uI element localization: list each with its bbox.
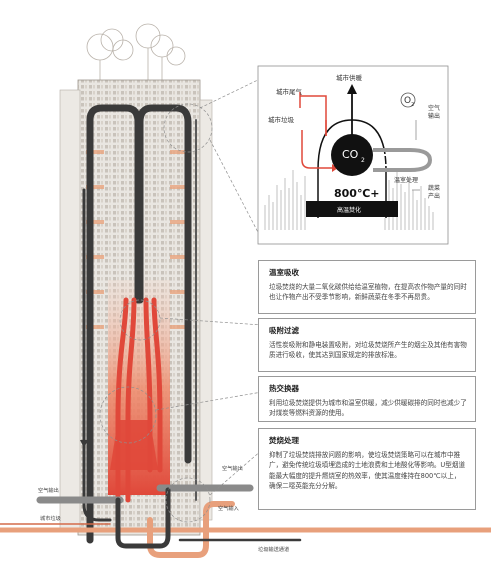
label-city-garbage: 城市垃圾 — [40, 514, 62, 522]
detail-panel — [257, 65, 449, 245]
detail-labels: 城市尾气 城市供暖 城市垃圾 O 2 空气 输出 CO 2 温室处理 蔬菜 产出… — [268, 73, 442, 214]
section-filter: 吸附过滤 活性炭吸附和静电装置吸附，对垃圾焚烧所产生的烟尘及其他有害物质进行吸收… — [258, 318, 476, 372]
section-title: 吸附过滤 — [269, 326, 299, 335]
bottom-labels: 空气输出 空气输入 空气输出 城市垃圾 垃圾输送通道 — [38, 464, 289, 553]
label-garbage: 城市垃圾 — [268, 115, 295, 124]
label-exhaust: 城市尾气 — [276, 87, 303, 96]
label-air-out-line2: 输出 — [428, 112, 440, 120]
rooftop-trees — [86, 23, 186, 84]
label-crops-line1: 蔬菜 — [428, 184, 440, 192]
label-co2: CO — [342, 148, 359, 161]
label-o2-sub: 2 — [411, 102, 414, 108]
label-air-out: 空气 输出 — [428, 104, 442, 120]
section-body: 抑制了垃圾焚烧排放问题的影响，使垃圾焚烧策略可以在城市中推广，避免传统垃圾填埋造… — [269, 451, 466, 491]
flue-pipes — [82, 104, 197, 544]
section-body: 活性炭吸附和静电装置吸附，对垃圾焚烧所产生的烟尘及其他有害物质进行吸收，使其达到… — [269, 341, 467, 360]
callouts — [99, 77, 263, 523]
air-pipes — [0, 484, 491, 558]
section-heat-exchanger: 热交换器 利用垃圾焚烧提供为城市和温室供暖，减少供暖碳排的同时也减少了对煤炭等燃… — [258, 376, 476, 422]
label-air-out-left: 空气输出 — [38, 486, 59, 494]
label-temperature: 800℃+ — [334, 187, 380, 200]
label-crops-line2: 产出 — [428, 192, 440, 200]
section-title: 热交换器 — [269, 384, 299, 393]
label-transport: 垃圾输送通道 — [258, 545, 289, 553]
label-air-in: 空气输入 — [218, 504, 239, 512]
label-air-out-line1: 空气 — [428, 104, 440, 112]
label-o2: O — [404, 96, 411, 106]
section-body: 垃圾焚烧的大量二氧化碳供给给温室植物，在提高农作物产量的同时也让作物产出不受季节… — [269, 283, 467, 302]
label-burn: 高温焚化 — [337, 206, 361, 214]
label-heating: 城市供暖 — [336, 73, 363, 82]
label-crops: 蔬菜 产出 — [428, 184, 442, 200]
section-greenhouse: 温室吸收 垃圾焚烧的大量二氧化碳供给给温室植物，在提高农作物产量的同时也让作物产… — [258, 260, 476, 314]
section-body: 利用垃圾焚烧提供为城市和温室供暖，减少供暖碳排的同时也减少了对煤炭等燃料资源的使… — [269, 399, 467, 418]
section-title: 焚烧处理 — [269, 436, 299, 445]
section-incineration: 焚烧处理 抑制了垃圾焚烧排放问题的影响，使垃圾焚烧策略可以在城市中推广，避免传统… — [258, 428, 476, 510]
label-co2-sub: 2 — [361, 157, 365, 164]
label-air-out-right: 空气输出 — [222, 464, 243, 472]
section-title: 温室吸收 — [269, 268, 299, 277]
label-greenhouse: 温室处理 — [394, 176, 418, 184]
